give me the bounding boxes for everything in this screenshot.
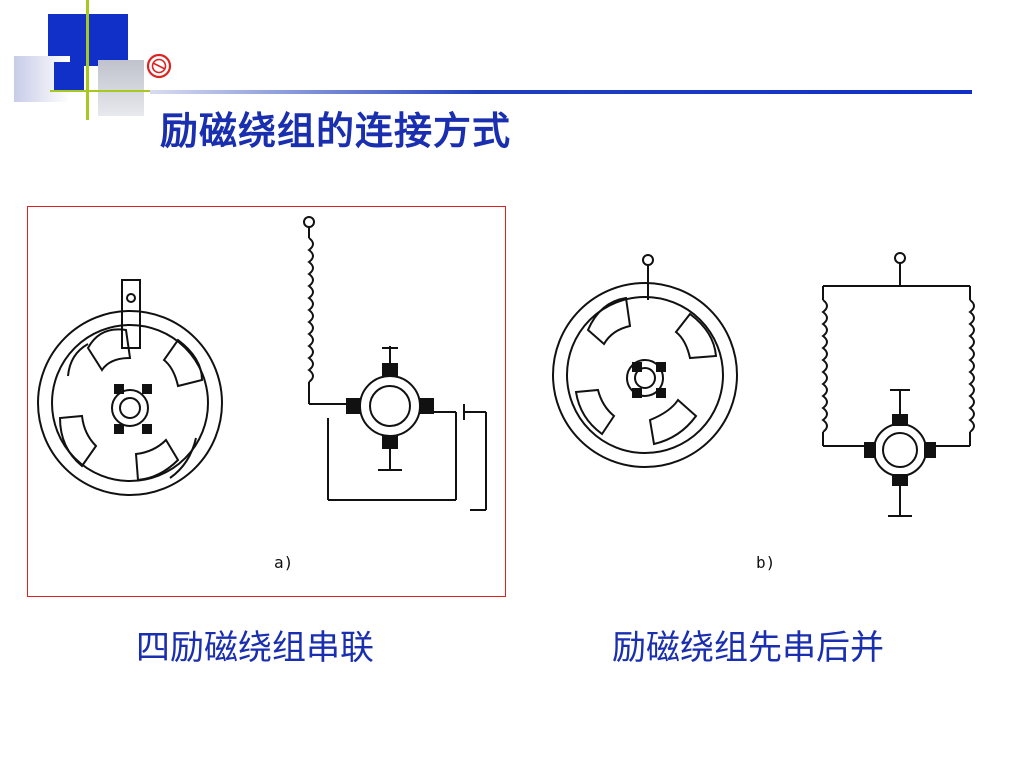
figure-b-diagram: b) xyxy=(552,252,975,572)
figure-b-label: b) xyxy=(756,553,775,572)
decor-horizontal-green-line xyxy=(50,90,200,92)
figure-a-caption: 四励磁绕组串联 xyxy=(136,628,374,668)
decor-square-gray xyxy=(98,60,144,116)
header-decoration xyxy=(0,0,200,130)
figure-b-caption: 励磁绕组先串后并 xyxy=(612,628,884,668)
figure-a-frame xyxy=(27,206,506,597)
decor-vertical-green-line xyxy=(86,0,89,120)
slide-title: 励磁绕组的连接方式 xyxy=(160,108,512,153)
school-emblem-icon xyxy=(146,53,172,79)
figure-a-diagram: a) xyxy=(37,216,487,572)
header-rule xyxy=(150,90,972,94)
figure-a-label: a) xyxy=(274,553,293,572)
decor-square-blue-small xyxy=(54,62,84,92)
